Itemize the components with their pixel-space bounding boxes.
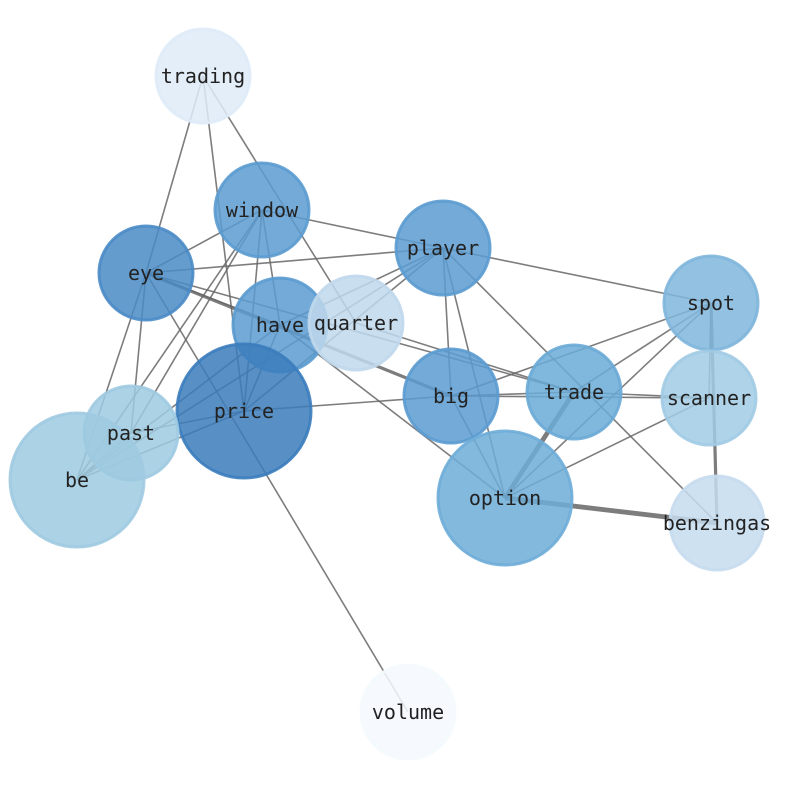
node-option[interactable] [436,429,574,567]
node-trading[interactable] [154,27,252,125]
node-label-player: player [407,236,479,260]
node-player[interactable] [394,199,492,297]
node-label-big: big [433,384,469,408]
edge-eye-volume [145,272,409,713]
node-label-window: window [226,198,299,222]
node-benzingas[interactable] [668,474,766,572]
node-label-quarter: quarter [314,311,398,335]
node-label-benzingas: benzingas [663,511,771,535]
node-label-option: option [469,486,541,510]
node-window[interactable] [213,161,311,259]
node-label-have: have [256,313,304,337]
nodes-layer: trading window eye player spot have quarter big… [8,27,771,761]
node-label-scanner: scanner [667,386,751,410]
node-scanner[interactable] [660,349,758,447]
node-label-trading: trading [161,64,245,88]
node-label-past: past [107,421,155,445]
node-label-volume: volume [372,700,444,724]
edge-eye-player [145,247,444,274]
node-trade[interactable] [525,343,623,441]
node-label-trade: trade [544,380,604,404]
node-label-price: price [214,399,274,423]
node-price[interactable] [175,342,313,480]
node-be[interactable] [8,411,146,549]
node-eye[interactable] [97,224,195,322]
node-label-be: be [65,468,89,492]
node-quarter[interactable] [307,274,405,372]
node-label-eye: eye [128,261,164,285]
node-label-spot: spot [687,291,735,315]
node-volume[interactable] [359,663,457,761]
node-big[interactable] [402,347,500,445]
